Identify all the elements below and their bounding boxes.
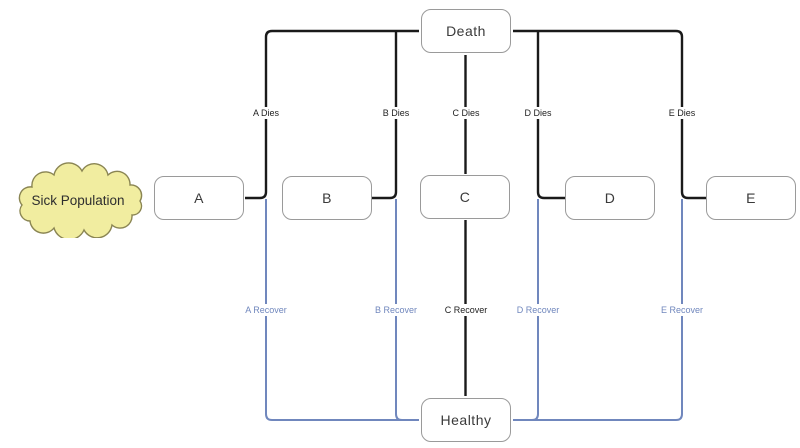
- sick-population-cloud[interactable]: Sick Population: [6, 162, 150, 238]
- edge-label-a-recover: A Recover: [242, 304, 290, 316]
- edge-label-b-recover: B Recover: [371, 304, 421, 316]
- edge-label-d-recover: D Recover: [513, 304, 563, 316]
- edge-label-a-dies: A Dies: [249, 107, 283, 119]
- node-c-label: C: [459, 189, 471, 205]
- node-e-label: E: [746, 190, 756, 206]
- node-a[interactable]: A: [154, 176, 244, 220]
- edge-label-e-dies: E Dies: [665, 107, 699, 119]
- edge-d-dies[interactable]: [536, 32, 565, 200]
- edge-a-recover[interactable]: [265, 199, 419, 421]
- edge-label-e-recover: E Recover: [657, 304, 707, 316]
- edge-b-dies[interactable]: [370, 32, 398, 200]
- node-healthy[interactable]: Healthy: [421, 398, 511, 442]
- node-d-label: D: [604, 190, 616, 206]
- node-death[interactable]: Death: [421, 9, 511, 53]
- node-b-label: B: [322, 190, 332, 206]
- edge-label-c-recover: C Recover: [441, 304, 491, 316]
- edge-label-d-dies: D Dies: [521, 107, 555, 119]
- node-c[interactable]: C: [420, 175, 510, 219]
- cloud-label: Sick Population: [31, 192, 125, 208]
- edge-e-recover[interactable]: [513, 199, 683, 421]
- node-a-label: A: [194, 190, 204, 206]
- node-b[interactable]: B: [282, 176, 372, 220]
- node-healthy-label: Healthy: [440, 412, 492, 428]
- edge-label-b-dies: B Dies: [379, 107, 413, 119]
- edge-label-c-dies: C Dies: [449, 107, 483, 119]
- node-d[interactable]: D: [565, 176, 655, 220]
- node-death-label: Death: [446, 23, 486, 39]
- edge-b-recover[interactable]: [395, 199, 403, 421]
- cloud-shape: [18, 162, 143, 238]
- node-e[interactable]: E: [706, 176, 796, 220]
